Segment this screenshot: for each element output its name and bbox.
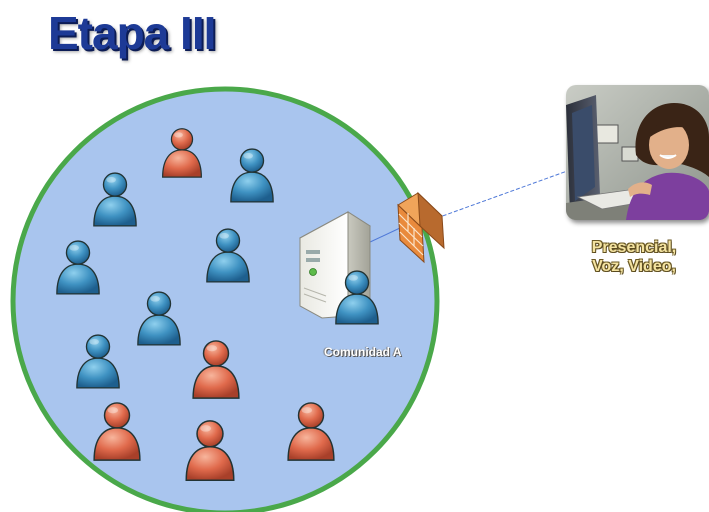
media-line-2: Voz, Video, [592,258,676,275]
woman-at-computer-photo [566,85,709,220]
community-label: Comunidad A [324,345,402,359]
media-line-1: Presencial, [591,239,677,256]
community-circle [10,86,440,512]
media-label: Presencial, Voz, Video, [560,238,708,276]
firewall-icon [397,191,445,264]
connection-line [436,169,571,219]
page-title: Etapa III [48,7,216,59]
server-firewall-link [367,227,401,244]
